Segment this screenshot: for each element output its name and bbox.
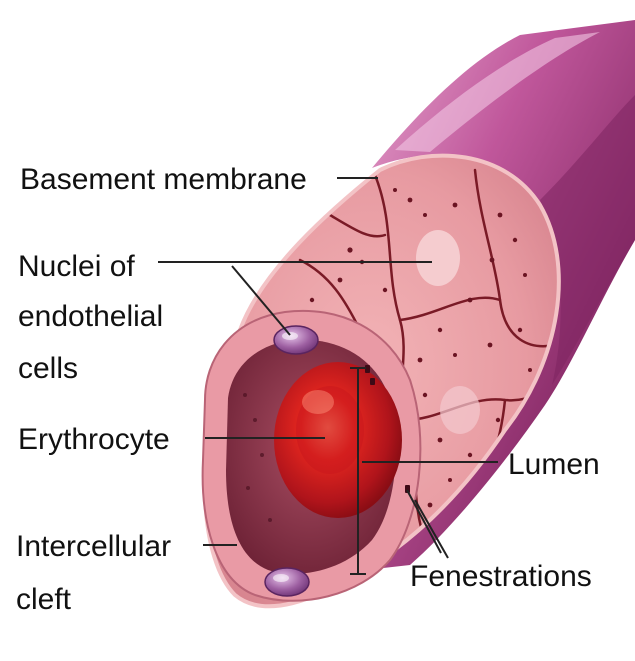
label-nuclei-line3: cells <box>18 352 78 385</box>
label-erythrocyte: Erythrocyte <box>18 423 170 456</box>
label-intercellular-line1: Intercellular <box>16 530 171 563</box>
label-intercellular-line2: cleft <box>16 583 72 616</box>
label-lumen: Lumen <box>508 448 600 481</box>
nucleus-bottom <box>265 568 309 596</box>
label-nuclei-line1: Nuclei of <box>18 250 135 283</box>
label-nuclei-line2: endothelial <box>18 300 163 333</box>
label-basement-membrane: Basement membrane <box>20 163 307 196</box>
nucleus-top <box>274 326 318 354</box>
label-fenestrations: Fenestrations <box>410 560 592 593</box>
